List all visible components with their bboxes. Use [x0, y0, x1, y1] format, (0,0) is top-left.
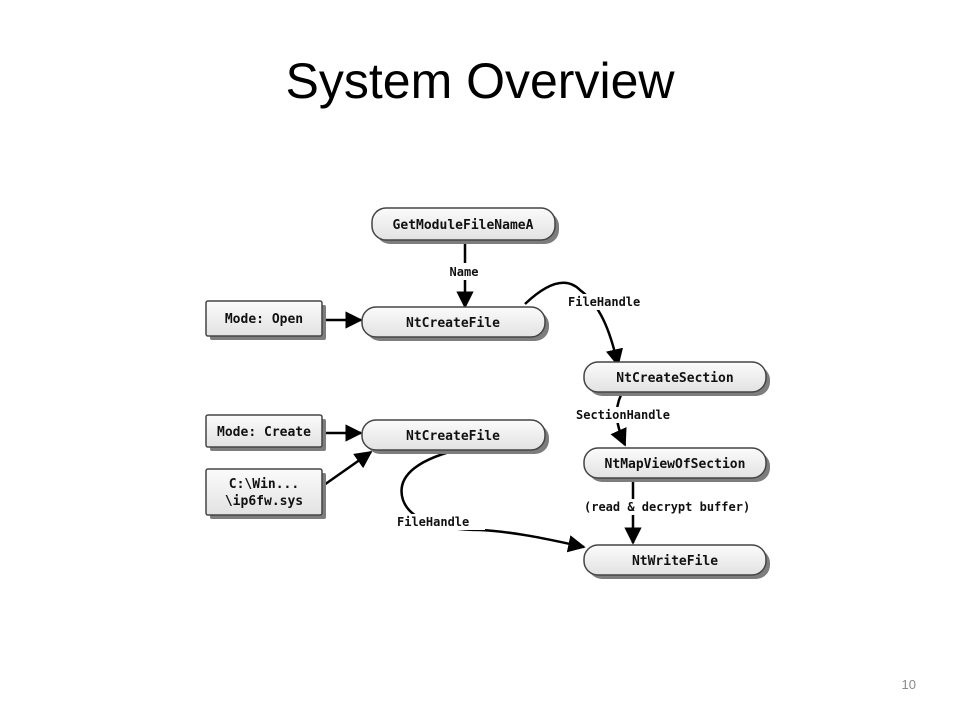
node-mode-open: Mode: Open [205, 300, 326, 340]
edge-path [323, 450, 373, 487]
node-nt-create-file-1: NtCreateFile [361, 306, 549, 341]
node-label: GetModuleFileNameA [393, 218, 534, 233]
node-label-line2: \ip6fw.sys [225, 494, 303, 509]
node-label: Mode: Open [225, 312, 303, 327]
node-label: NtCreateFile [406, 429, 500, 444]
node-mode-create: Mode: Create [205, 414, 326, 451]
node-get-module-file-name: GetModuleFileNameA [371, 207, 559, 244]
edge-label-name: Name [450, 265, 479, 279]
edge-label-file-handle-1: FileHandle [568, 295, 640, 309]
node-nt-create-file-2: NtCreateFile [361, 419, 549, 454]
edge-label-section-handle: SectionHandle [576, 408, 670, 422]
node-nt-write-file: NtWriteFile [583, 544, 770, 579]
node-label: Mode: Create [217, 425, 311, 440]
node-nt-create-section: NtCreateSection [583, 361, 770, 396]
edge-label-read-decrypt: (read & decrypt buffer) [584, 500, 750, 514]
node-driver-path: C:\Win... \ip6fw.sys [205, 468, 326, 519]
node-nt-map-view-of-section: NtMapViewOfSection [583, 447, 770, 482]
node-label: NtCreateFile [406, 316, 500, 331]
slide-title: System Overview [285, 53, 675, 109]
node-label: NtWriteFile [632, 554, 718, 569]
node-label: NtCreateSection [616, 371, 733, 386]
node-label-line1: C:\Win... [229, 477, 299, 492]
edge-file-handle-1 [524, 281, 624, 367]
page-number: 10 [901, 677, 916, 692]
edge-label-file-handle-2: FileHandle [397, 515, 469, 529]
edge-file-handle-2 [400, 446, 586, 553]
node-label: NtMapViewOfSection [605, 457, 746, 472]
